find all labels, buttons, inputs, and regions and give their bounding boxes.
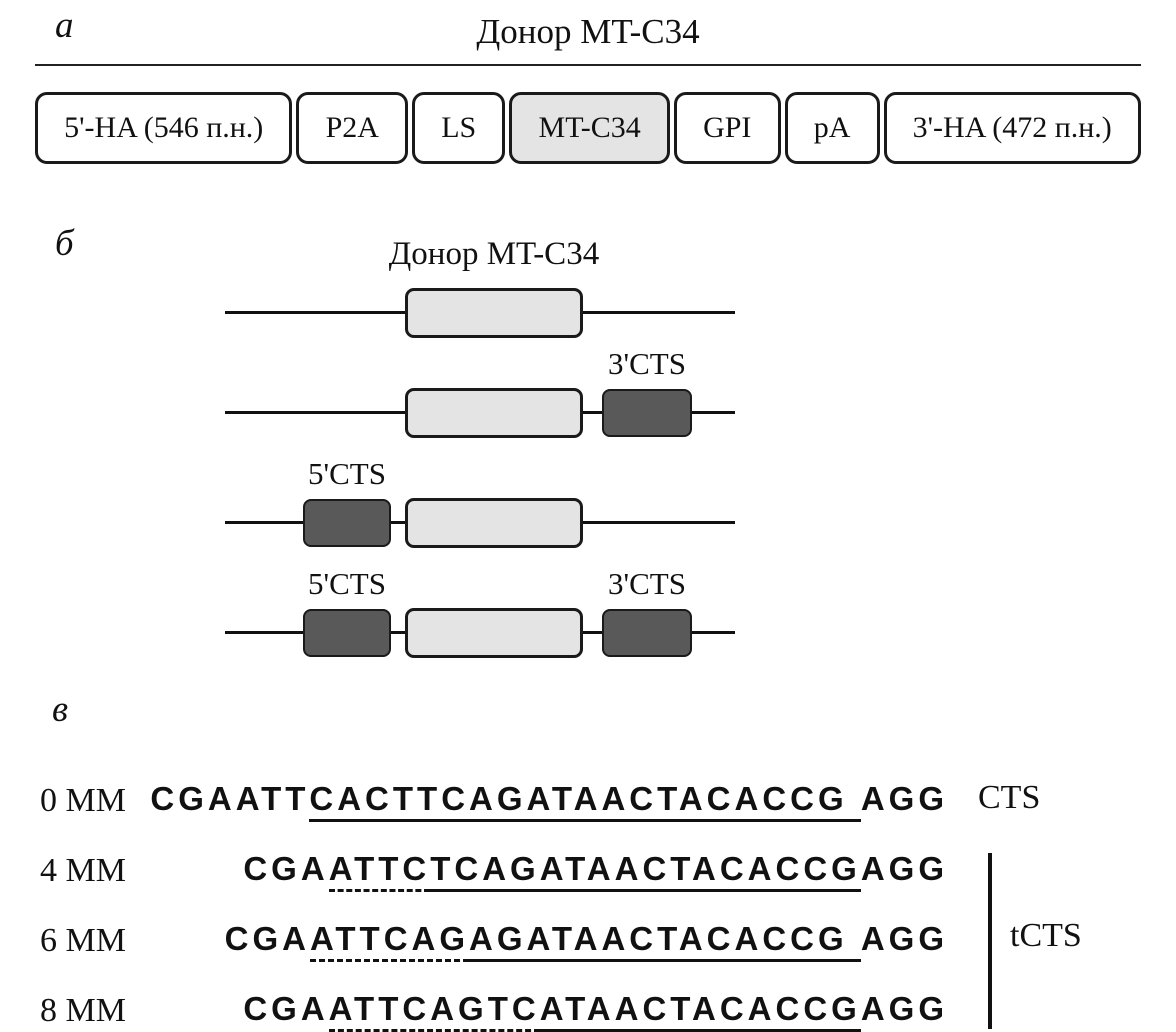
sequence-segment-solid: ATAACTACACCG (539, 990, 861, 1032)
dna-sequence: CGAATTCAGAGATAACTACACCG AGG (150, 920, 948, 962)
sequence-row-0-mm: 0 MM CGAATTCACTTCAGATAACTACACCG AGG (0, 770, 1176, 840)
sequence-row-8-mm: 8 MM CGAATTCAGTCATAACTACACCGAGG (0, 980, 1176, 1032)
panel-a-rule (35, 64, 1141, 66)
sequence-segment-solid: AGATAACTACACCG (469, 920, 861, 962)
mismatch-count-label: 0 MM (40, 782, 126, 819)
donor-variant-row-2: 5'CTS (225, 456, 735, 548)
donor-cassette-box (405, 498, 583, 548)
donor-variant-row-1: 3'CTS (225, 346, 735, 438)
sequence-segment-plain: CGA (224, 920, 310, 957)
construct-box-0: 5'-HA (546 п.н.) (35, 92, 293, 164)
panel-a-title: Донор MT-C34 (476, 12, 700, 51)
mismatch-count-label: 4 MM (40, 852, 126, 889)
cts-labels-row: 5'CTS (225, 456, 735, 498)
cts5-box (303, 499, 391, 547)
sequence-segment-dashed: ATTCAG (310, 920, 470, 962)
construct-box-3: MT-C34 (509, 92, 670, 164)
sequence-row-4-mm: 4 MM CGAATTCTCAGATAACTACACCGAGG (0, 840, 1176, 910)
donor-variant-schematics: 3'CTS 5'CTS 5'CTS 3'CTS (225, 288, 735, 676)
cts-label: CTS (978, 779, 1041, 816)
construct-box-5: pA (784, 92, 880, 164)
mismatch-count-label: 8 MM (40, 992, 126, 1029)
construct-box-4: GPI (673, 92, 781, 164)
sequence-segment-plain: CGA (243, 990, 329, 1027)
sequence-segment-pam: AGG (860, 920, 948, 957)
construct-box-1: P2A (296, 92, 409, 164)
cts3-label: 3'CTS (608, 346, 686, 381)
donor-cassette-box (405, 288, 583, 338)
dna-sequence: CGAATTCTCAGATAACTACACCGAGG (150, 850, 948, 892)
variant-schematic (225, 608, 735, 658)
sequence-row-6-mm: 6 MM CGAATTCAGAGATAACTACACCG AGG (0, 910, 1176, 980)
cts-labels-row: 5'CTS 3'CTS (225, 566, 735, 608)
cts3-label: 3'CTS (608, 566, 686, 601)
tcts-label: tCTS (1010, 917, 1082, 954)
cts5-label: 5'CTS (308, 456, 386, 491)
sequence-segment-solid: TCAGATAACTACACCG (430, 850, 861, 892)
cts5-box (303, 609, 391, 657)
sequence-segment-solid: CACTTCAGATAACTACACCG (309, 780, 861, 822)
cts-labels-row: 3'CTS (225, 346, 735, 388)
donor-cassette-box (405, 388, 583, 438)
panel-b-label: б (55, 223, 74, 264)
sequence-alignment: CTS tCTS 0 MM CGAATTCACTTCAGATAACTACACCG … (0, 765, 1176, 1032)
panel-b-title: Донор MT-C34 (388, 236, 600, 272)
dna-sequence: CGAATTCACTTCAGATAACTACACCG AGG (150, 780, 948, 822)
construct-box-2: LS (412, 92, 506, 164)
cts3-box (602, 389, 692, 437)
variant-schematic (225, 388, 735, 438)
donor-variant-row-3: 5'CTS 3'CTS (225, 566, 735, 658)
sequence-segment-pam: AGG (860, 780, 948, 817)
variant-schematic (225, 498, 735, 548)
sequence-segment-dashed: ATTC (328, 850, 431, 892)
sequence-segment-pam: AGG (860, 850, 948, 887)
construct-box-6: 3'-HA (472 п.н.) (883, 92, 1141, 164)
sequence-segment-plain: CGA (243, 850, 329, 887)
mismatch-count-label: 6 MM (40, 922, 126, 959)
variant-schematic (225, 288, 735, 338)
donor-cassette-box (405, 608, 583, 658)
dna-sequence: CGAATTCAGTCATAACTACACCGAGG (150, 990, 948, 1032)
cts5-label: 5'CTS (308, 566, 386, 601)
sequence-segment-pam: AGG (860, 990, 948, 1027)
cts3-box (602, 609, 692, 657)
sequence-segment-plain: CGAATT (150, 780, 310, 817)
panel-a-label: а (55, 5, 74, 46)
panel-c-label: в (52, 689, 69, 730)
tcts-bracket-bar (988, 853, 992, 1029)
donor-variant-row-0 (225, 288, 735, 338)
sequence-segment-dashed: ATTCAGTC (328, 990, 540, 1032)
